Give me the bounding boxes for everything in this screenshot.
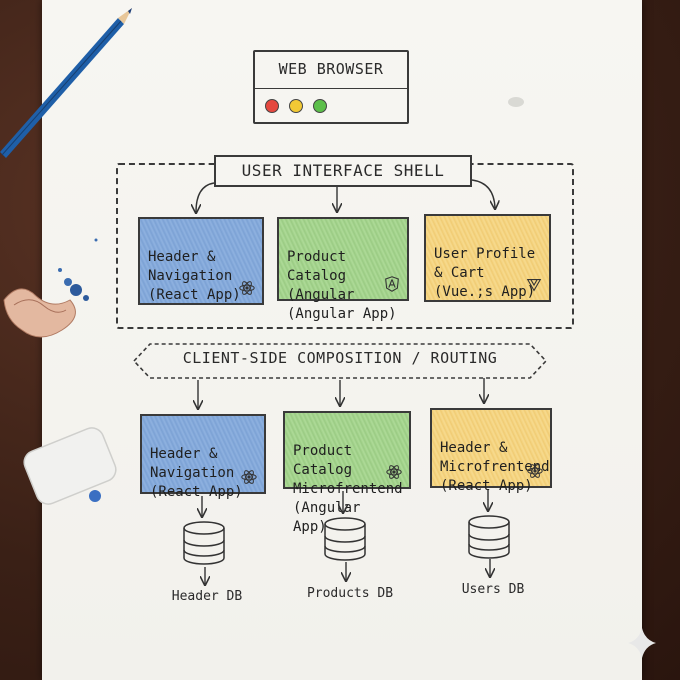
ui-shell-label: USER INTERFACE SHELL <box>214 155 472 187</box>
microfrontend-text: Header & Navigation (React App) <box>150 446 243 500</box>
shell-app-text: Product Catalog (Angular (Angular App) <box>287 249 397 322</box>
microfrontend-header-navigation: Header & Navigation (React App) <box>140 414 266 500</box>
microfrontend-product-catalog: Product Catalog Microfrentend (Angular A… <box>283 411 411 535</box>
browser-divider <box>255 88 407 89</box>
react-icon <box>239 281 255 295</box>
shell-app-user-profile-cart: User Profile & Cart (Vue.;s App) <box>424 214 551 302</box>
react-icon <box>386 465 402 479</box>
react-icon <box>241 470 257 484</box>
db-label-products: Products DB <box>306 586 394 601</box>
microfrontend-header: Header & Microfrentend (React App) <box>430 408 552 494</box>
browser-title: WEB BROWSER <box>278 60 384 78</box>
yellow-dot-icon <box>289 99 303 113</box>
routing-label: CLIENT-SIDE COMPOSITION / ROUTING <box>182 349 498 367</box>
shell-app-text: User Profile & Cart (Vue.;s App) <box>434 246 536 300</box>
react-icon <box>527 464 543 478</box>
db-label-header: Header DB <box>171 589 243 604</box>
red-dot-icon <box>265 99 279 113</box>
microfrontend-text: Product Catalog Microfrentend (Angular A… <box>293 443 403 535</box>
angular-icon <box>385 276 399 292</box>
microfrontend-text: Header & Microfrentend (React App) <box>440 440 550 494</box>
routing-band <box>132 343 548 379</box>
green-dot-icon <box>313 99 327 113</box>
vue-icon <box>526 279 542 292</box>
shell-app-header-navigation: Header & Navigation (React App) <box>138 217 264 305</box>
web-browser-box: WEB BROWSER <box>253 50 409 124</box>
shell-app-text: Header & Navigation (React App) <box>148 249 241 303</box>
shell-app-product-catalog: Product Catalog (Angular (Angular App) <box>277 217 409 322</box>
db-label-users: Users DB <box>461 582 525 597</box>
